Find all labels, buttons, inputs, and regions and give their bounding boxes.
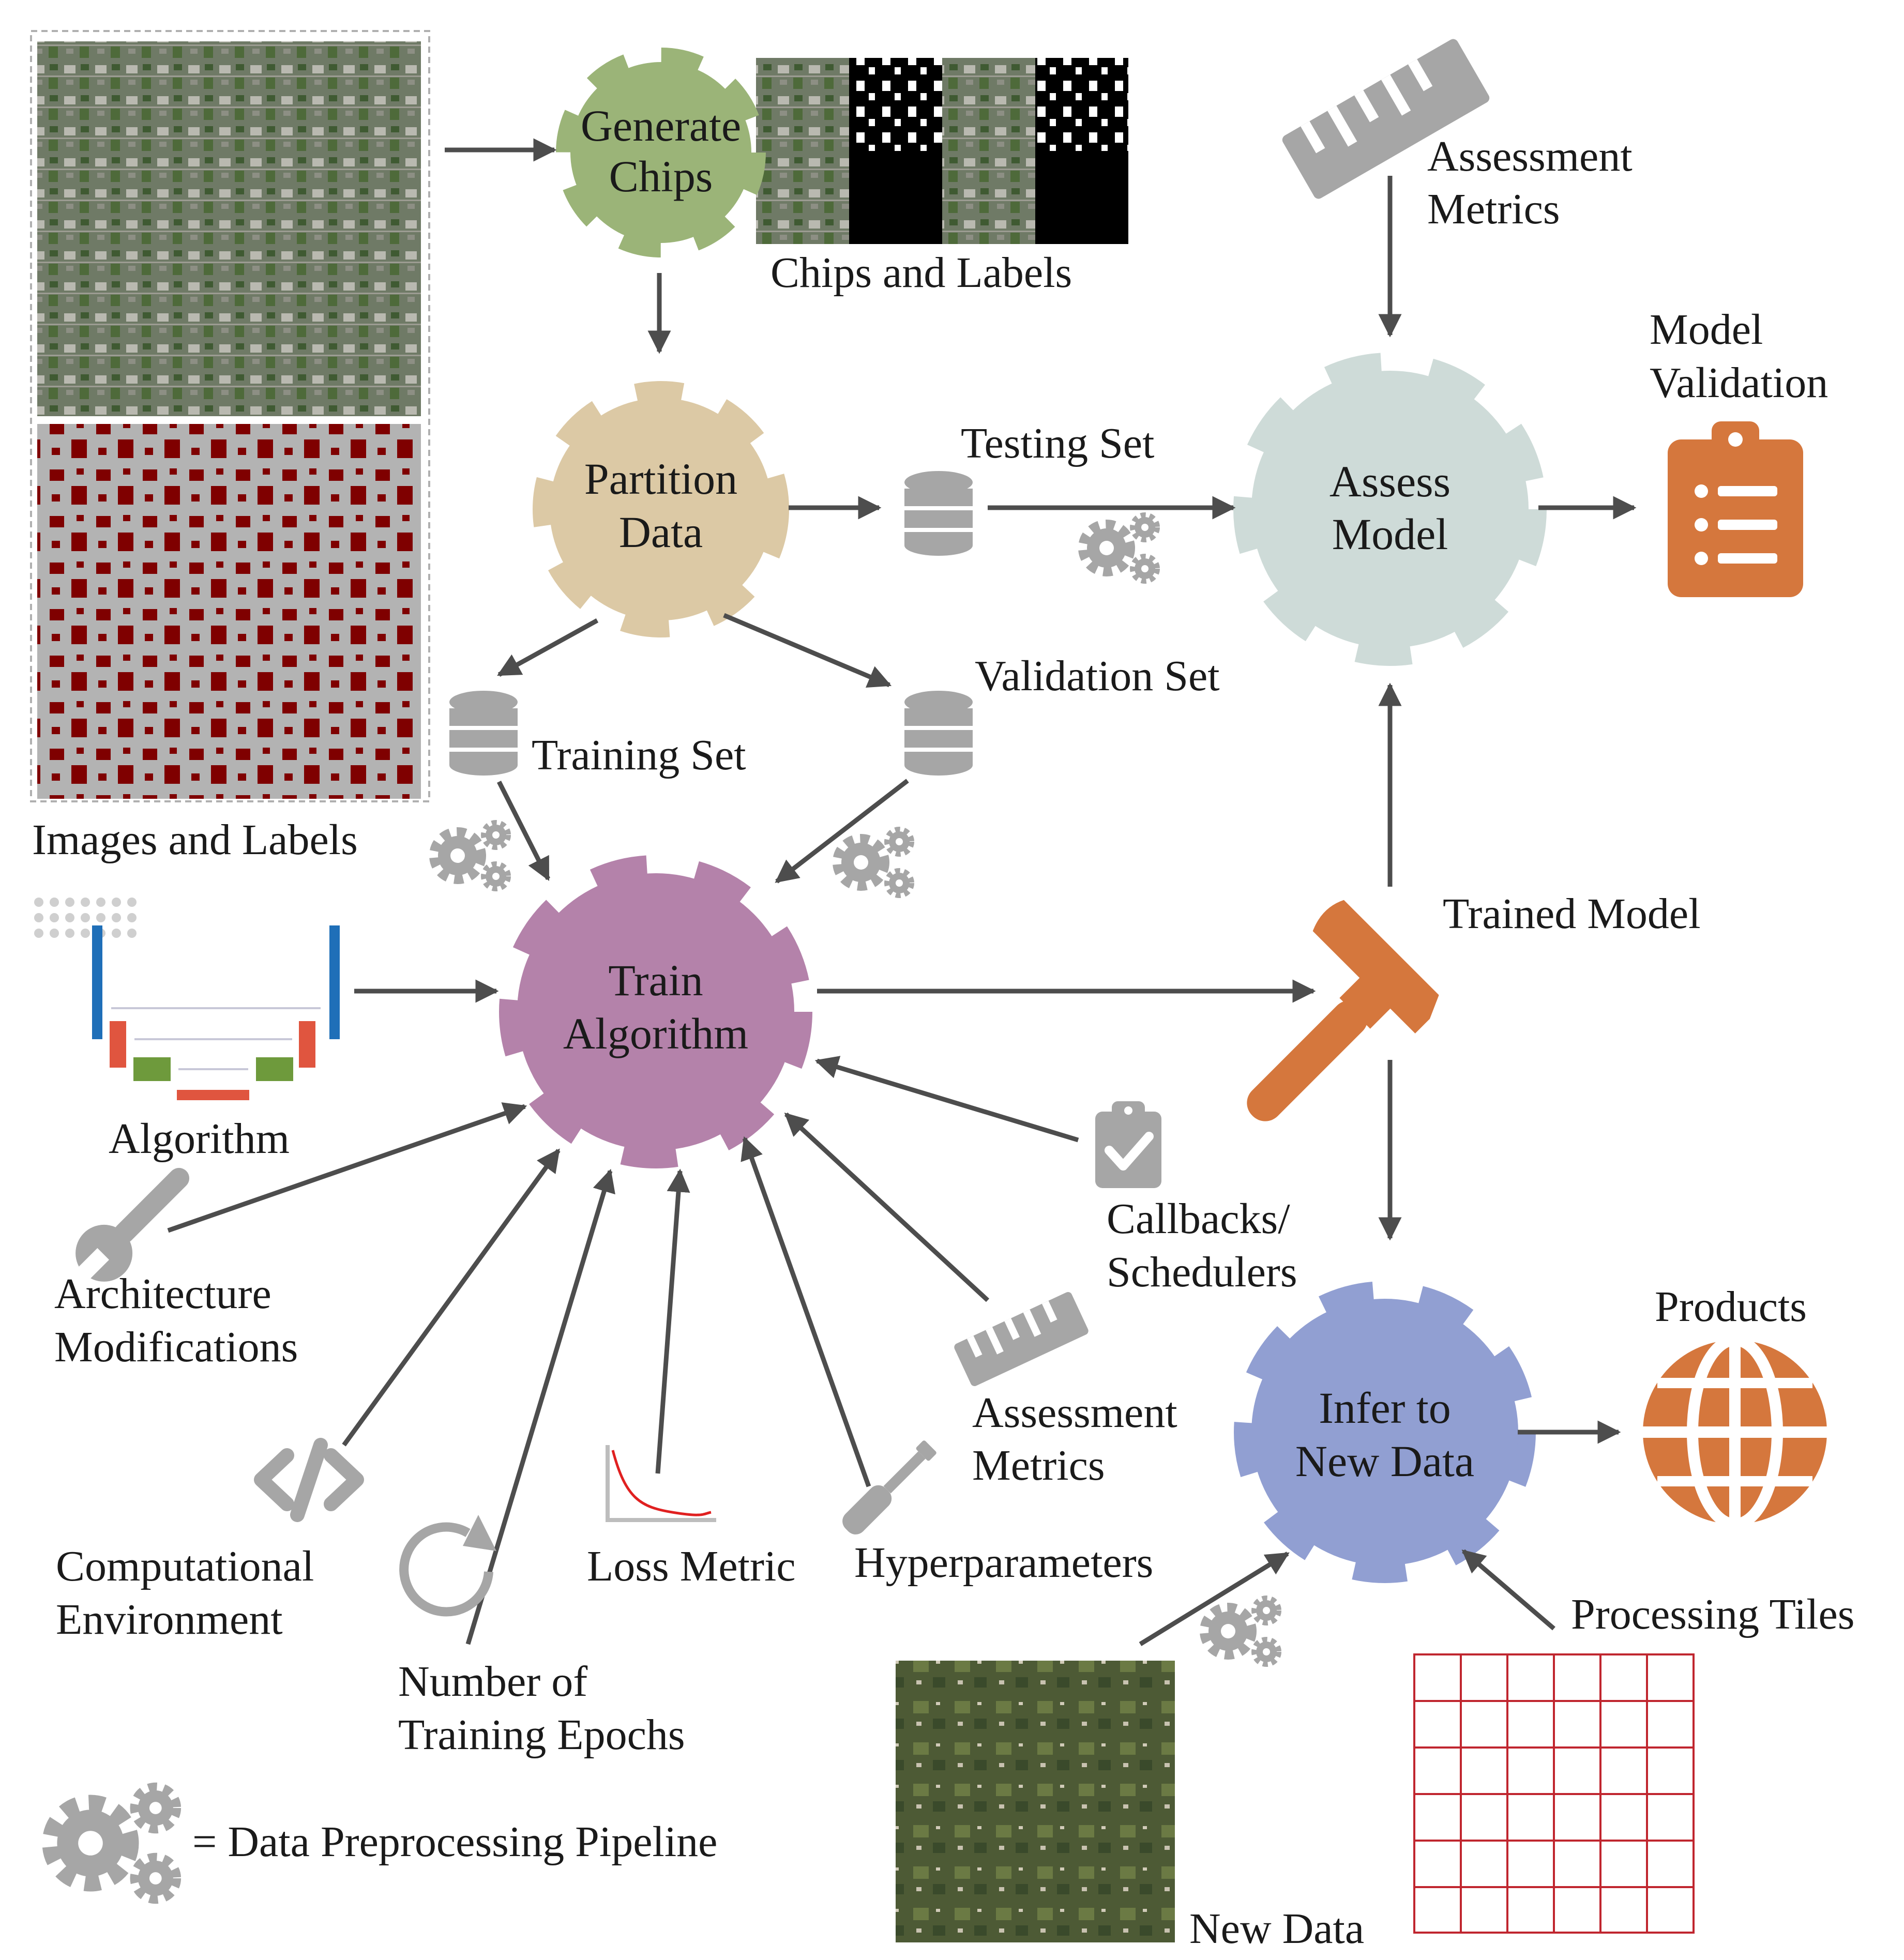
training-set-label: Training Set <box>532 731 746 779</box>
trained-model-label: Trained Model <box>1443 890 1701 938</box>
algorithm-label: Algorithm <box>109 1115 290 1163</box>
assessment-metrics-bottom-label-2: Metrics <box>972 1441 1105 1490</box>
flow-arrows <box>167 138 1637 1646</box>
computational-environment-label-2: Environment <box>56 1596 283 1644</box>
assessment-metrics-top-label: Assessment <box>1427 132 1633 180</box>
screwdriver-icon <box>842 1440 936 1534</box>
callbacks-schedulers-label-2: Schedulers <box>1107 1248 1297 1296</box>
number-of-training-epochs-label: Number of <box>398 1658 587 1706</box>
processing-tiles-grid <box>1413 1653 1695 1934</box>
svg-text:Generate: Generate <box>581 101 741 150</box>
assessment-metrics-bottom-label: Assessment <box>972 1389 1177 1437</box>
svg-text:Infer to: Infer to <box>1319 1383 1450 1433</box>
unet-algorithm-icon <box>34 898 340 1100</box>
training-gears-icon <box>436 824 507 888</box>
svg-text:Assess: Assess <box>1329 457 1450 506</box>
model-validation-label: Model <box>1650 306 1763 354</box>
assessment-metrics-top-label-2: Metrics <box>1427 185 1560 233</box>
loss-metric-label: Loss Metric <box>587 1542 796 1590</box>
testing-set-database-icon <box>904 471 973 556</box>
svg-text:Train: Train <box>608 955 703 1005</box>
validation-set-label: Validation Set <box>975 652 1220 700</box>
wrench-icon <box>75 1167 190 1282</box>
validation-set-database-icon <box>904 691 973 776</box>
assess-model-gear: Assess Model <box>1233 353 1547 666</box>
svg-text:Model: Model <box>1332 509 1448 559</box>
globe-icon <box>1643 1334 1827 1530</box>
number-of-training-epochs-label-2: Training Epochs <box>398 1711 685 1759</box>
clipboard-list-icon <box>1668 421 1803 597</box>
svg-text:Partition: Partition <box>584 454 737 504</box>
products-label: Products <box>1655 1283 1807 1331</box>
training-set-database-icon <box>449 691 518 776</box>
legend-label: = Data Preprocessing Pipeline <box>192 1818 717 1866</box>
svg-text:Data: Data <box>619 507 703 557</box>
validation-gears-icon <box>839 830 911 894</box>
legend-gears-icon <box>54 1789 175 1898</box>
infer-gears-icon <box>1206 1599 1278 1663</box>
processing-tiles-label: Processing Tiles <box>1571 1590 1854 1638</box>
svg-text:Chips: Chips <box>609 151 713 201</box>
train-algorithm-gear: Train Algorithm <box>499 855 812 1168</box>
architecture-modifications-label: Architecture <box>54 1270 271 1318</box>
testing-set-label: Testing Set <box>961 419 1154 467</box>
ruler-icon <box>1282 39 1490 199</box>
chips-and-labels-label: Chips and Labels <box>770 249 1072 297</box>
images-and-labels-label: Images and Labels <box>32 816 358 864</box>
generate-chips-gear: Generate Chips <box>556 48 766 257</box>
ruler-icon-bottom <box>954 1292 1089 1386</box>
architecture-modifications-label-2: Modifications <box>54 1323 298 1371</box>
svg-text:Algorithm: Algorithm <box>563 1009 748 1058</box>
svg-text:New Data: New Data <box>1295 1436 1474 1486</box>
computational-environment-label: Computational <box>56 1542 314 1590</box>
hammer-icon <box>1247 900 1439 1121</box>
loss-curve-icon <box>606 1445 716 1522</box>
building-label-map <box>37 424 421 799</box>
partition-data-gear: Partition Data <box>533 381 789 637</box>
model-validation-label-2: Validation <box>1650 359 1828 407</box>
new-data-image <box>896 1661 1175 1942</box>
clipboard-check-icon <box>1095 1101 1161 1188</box>
hyperparameters-label: Hyperparameters <box>854 1539 1153 1587</box>
code-icon <box>254 1438 364 1522</box>
aerial-image <box>37 41 421 416</box>
new-data-label: New Data <box>1189 1905 1364 1953</box>
testing-gears-icon <box>1085 516 1156 580</box>
callbacks-schedulers-label: Callbacks/ <box>1107 1195 1290 1243</box>
chips-and-labels-image <box>756 58 1128 244</box>
infer-new-data-gear: Infer to New Data <box>1234 1281 1536 1583</box>
refresh-icon <box>399 1515 496 1617</box>
